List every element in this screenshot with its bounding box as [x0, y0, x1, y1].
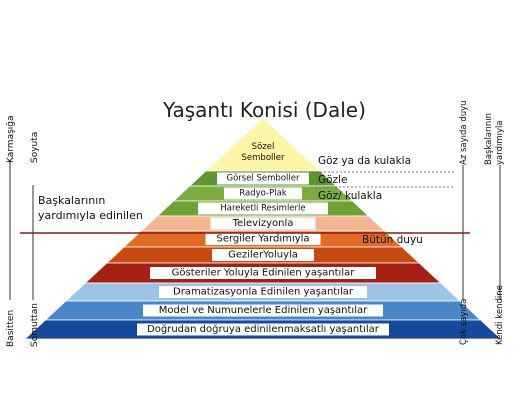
level-label-box-2 — [217, 172, 309, 185]
left-inner-bottom-label: Somuttan — [30, 303, 40, 347]
guide-lines — [300, 171, 455, 188]
level-label-box-5 — [210, 217, 316, 230]
level-label-6: Sergiler Yardımıyla — [216, 234, 309, 245]
annotation-gozle: Gözle — [318, 174, 347, 186]
left-inner-top-label: Soyuta — [30, 132, 40, 163]
level-label-4: Hareketli Resimlerle — [220, 204, 305, 214]
level-label-9: Dramatizasyonla Edinilen yaşantılar — [173, 287, 354, 298]
annotation-butun-duyu: Bütün duyu — [362, 234, 423, 246]
right-inner-bottom-label: Çok sayıda — [459, 299, 469, 345]
level-label-10: Model ve Numunelerle Edinilen yaşantılar — [159, 305, 368, 316]
right-outer-bottom-label: Kendi kendine — [495, 285, 505, 345]
right-inner-top-label: Az sayıda duyu — [459, 100, 469, 165]
level-label-box-8 — [150, 267, 376, 279]
right-outer-axis: Başkalarının yardımıyla Kendi kendine — [484, 113, 505, 345]
level-label-8: Gösteriler Yoluyla Edinilen yaşantılar — [172, 268, 356, 279]
diagram-title: Yaşantı Konisi (Dale) — [162, 98, 366, 122]
left-inner-axis: Soyuta Somuttan — [30, 132, 40, 347]
level-label-box-3 — [224, 187, 302, 200]
level-label-5: Televizyonla — [232, 218, 294, 229]
annotation-goz-kulak: Göz/ kulakla — [318, 190, 382, 202]
left-outer-bottom-label: Basitten — [6, 310, 16, 347]
level-label-box-4 — [198, 202, 328, 215]
annotation-yardimiyla-edinilen: yardımıyla edinilen — [38, 209, 143, 222]
level-label-11: Doğrudan doğruya edinilenmaksatlı yaşant… — [147, 323, 380, 335]
right-outer-top-label-2: yardımıyla — [495, 120, 505, 165]
right-inner-axis: Az sayıda duyu Çok sayıda — [459, 100, 469, 345]
level-label-box-11 — [137, 323, 389, 336]
annotation-goz-kulak-top: Göz ya da kulakla — [318, 155, 411, 167]
right-outer-top-label-1: Başkalarının — [484, 113, 494, 165]
level-label-7: GezilerYoluyla — [228, 250, 298, 261]
left-outer-axis: Karmaşığa Basitten — [6, 115, 16, 347]
level-label-2: Görsel Semboller — [227, 174, 300, 184]
level-label-box-9 — [159, 286, 367, 298]
level-label-3: Radyo-Plak — [239, 189, 286, 199]
level-label-box-10 — [143, 304, 383, 317]
annotation-baskalarinin: Başkalarının — [38, 194, 105, 207]
level-label-1-line-2: Semboller — [242, 153, 285, 163]
left-outer-top-label: Karmaşığa — [6, 115, 16, 163]
level-label-1-line-1: Sözel — [252, 142, 275, 152]
level-label-box-6 — [205, 233, 321, 245]
level-label-box-7 — [212, 249, 314, 261]
